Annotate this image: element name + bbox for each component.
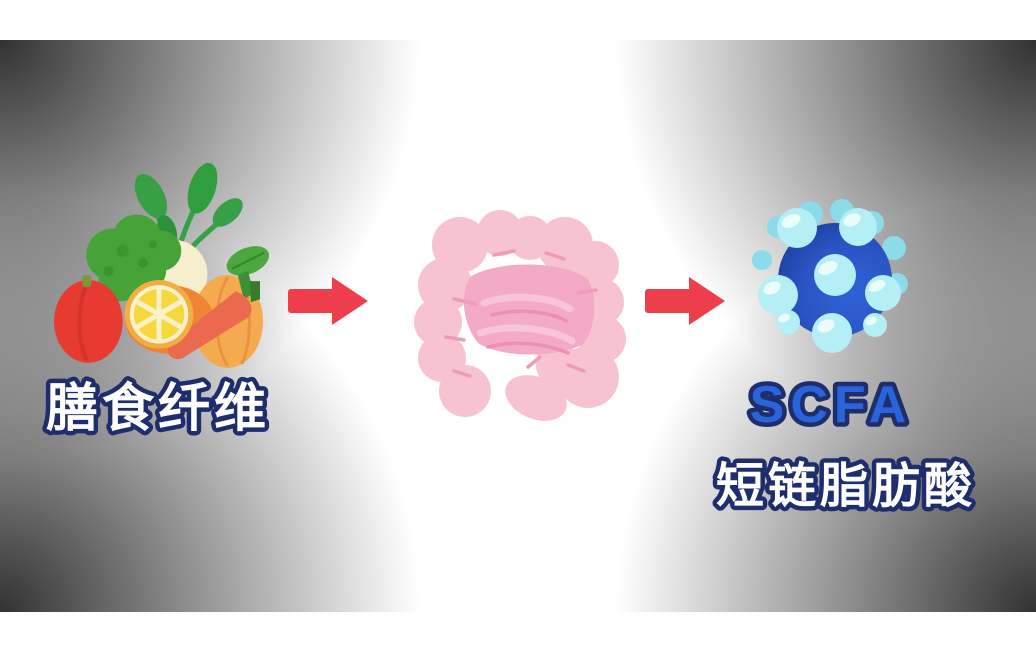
scfa-title-text: SCFA [750, 376, 913, 434]
dietary-fiber-label: 膳食纤维 [41, 376, 270, 443]
letterbox-top [0, 0, 1036, 40]
letterbox-bottom [0, 612, 1036, 660]
scfa-title: SCFA [745, 372, 913, 439]
intestine-icon [414, 210, 626, 421]
scfa-chinese-text: 短链脂肪酸 [716, 460, 976, 513]
right-arrow-icon [645, 277, 725, 325]
dietary-fiber-text: 膳食纤维 [46, 380, 270, 438]
vegetables-fruits-icon [54, 162, 270, 368]
right-arrow-icon [288, 277, 368, 325]
scfa-chinese-label: 短链脂肪酸 [711, 456, 976, 518]
scfa-molecule-icon [752, 199, 908, 353]
